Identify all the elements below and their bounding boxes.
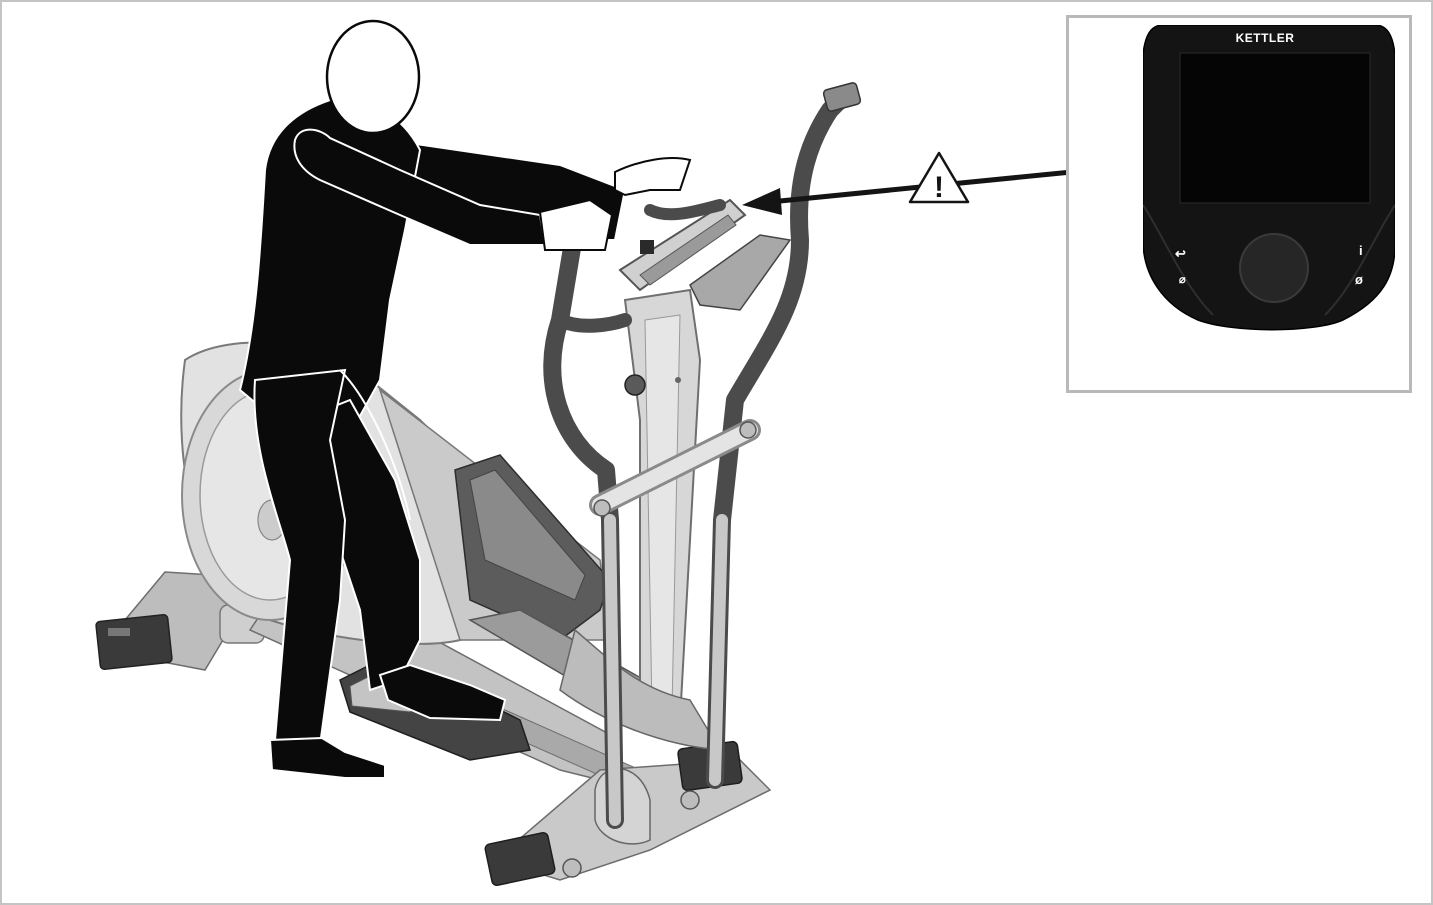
console-control-dial bbox=[1240, 234, 1308, 302]
brand-label: KETTLER bbox=[1209, 31, 1321, 45]
front-stabilizer bbox=[484, 741, 770, 886]
info-button-icon: i bbox=[1359, 243, 1363, 258]
warning-triangle-icon: ! bbox=[910, 153, 968, 204]
mute-button-icon: ⌀ bbox=[1179, 273, 1186, 286]
person-foot-front bbox=[270, 738, 385, 778]
back-button-icon: ↩ bbox=[1175, 246, 1186, 262]
warning-symbol: ! bbox=[934, 171, 944, 204]
console-inset: KETTLER ↩ ⌀ i ø bbox=[1066, 15, 1412, 393]
console-screen bbox=[1180, 53, 1370, 203]
central-mast bbox=[560, 290, 720, 750]
machine-console bbox=[620, 200, 790, 310]
person-head bbox=[327, 21, 419, 133]
person-hand-back bbox=[615, 158, 690, 195]
power-button-icon: ø bbox=[1355, 272, 1363, 287]
